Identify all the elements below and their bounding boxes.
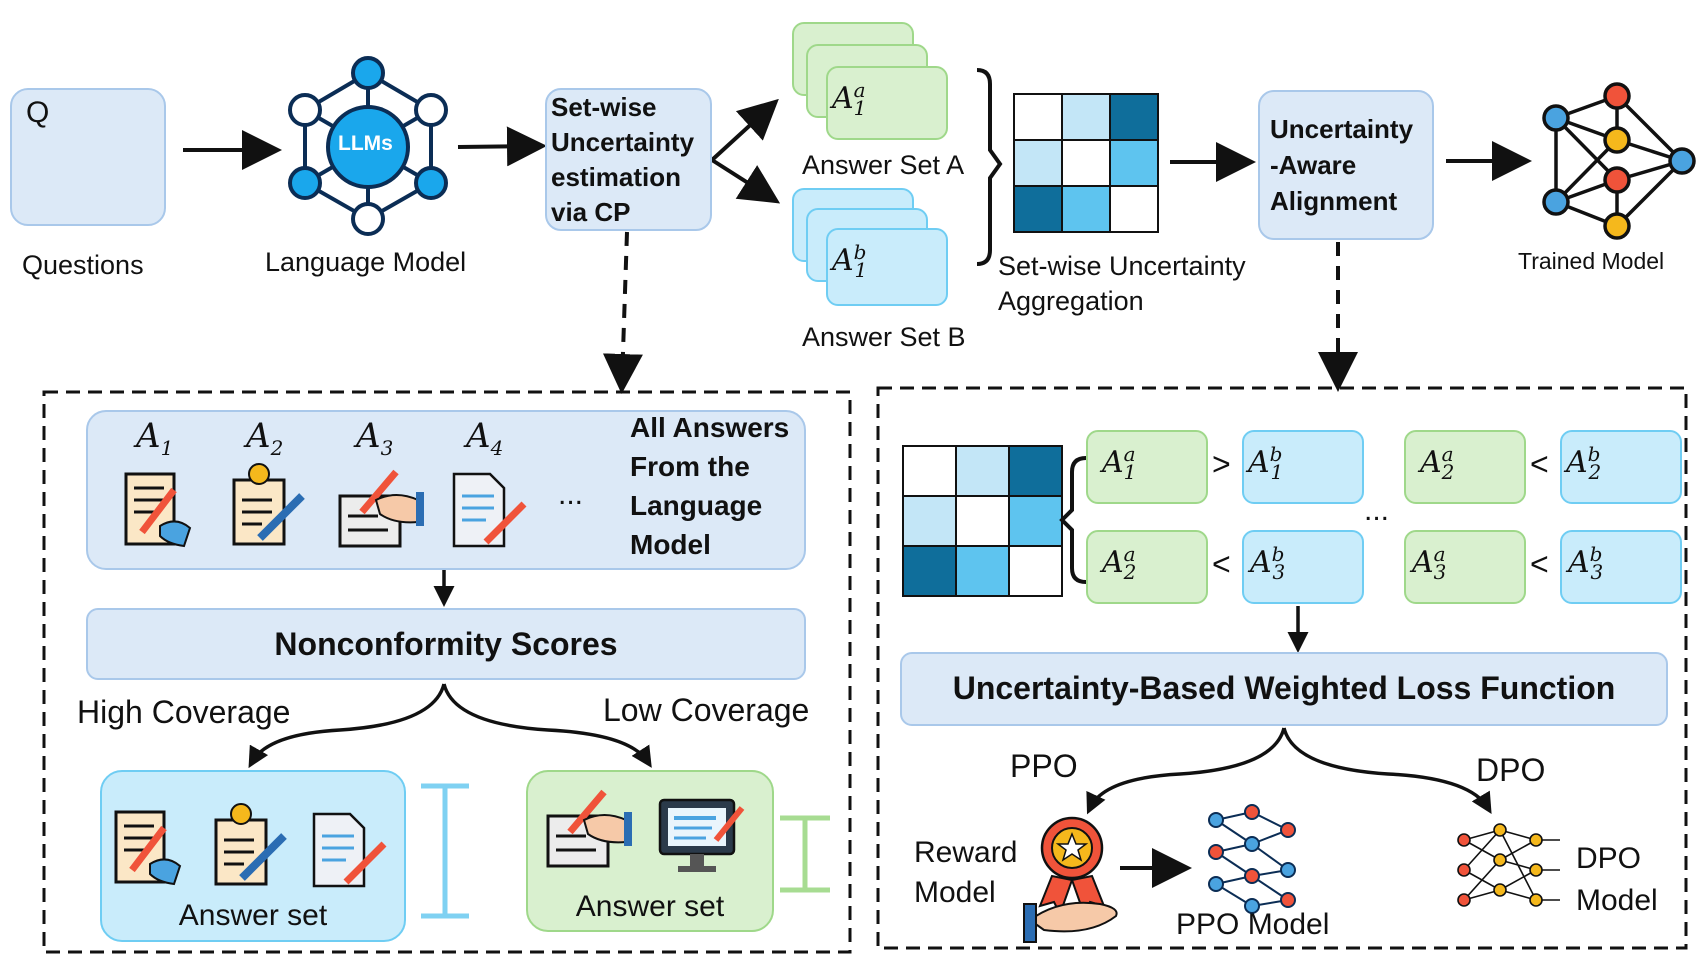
pair-3-right-card — [1242, 530, 1364, 604]
pairs-bracket — [1059, 456, 1087, 584]
pair-4-right-math: Ab3 — [1568, 542, 1604, 584]
arrow-llm-to-cp — [457, 126, 547, 167]
pair-3-left-card — [1086, 530, 1208, 604]
pair-2-right-card — [1560, 430, 1682, 504]
pair-2-left-math: Aa2 — [1420, 442, 1455, 484]
language-model-label: Language Model — [265, 247, 467, 277]
alignment-line-1: Uncertainty — [1270, 114, 1414, 144]
pairs-ellipsis: ... — [1364, 494, 1390, 527]
branch-ppo — [1086, 727, 1286, 815]
answer-3-math: A3 — [356, 416, 394, 460]
answer-sets-bracket — [976, 68, 1003, 266]
llm-network-icon — [288, 56, 448, 236]
questions-box-letter: Q — [26, 96, 50, 129]
answer-set-b-label: Answer Set B — [802, 322, 966, 352]
nonconformity-box — [86, 608, 806, 680]
high-set-document-pen-icon — [114, 808, 184, 888]
loss-function-label: Uncertainty-Based Weighted Loss Function — [952, 670, 1616, 706]
document-pen-icon — [124, 470, 194, 550]
pair-3-operator: < — [1212, 546, 1231, 582]
questions-label: Questions — [22, 250, 144, 280]
dpo-model-line-2: Model — [1576, 884, 1658, 917]
pair-1-left-math: Aa1 — [1102, 442, 1137, 484]
aggregation-label-line-1: Set-wise Uncertainty — [998, 251, 1246, 281]
pair-1-left-card — [1086, 430, 1208, 504]
left-dashed-panel — [42, 390, 852, 954]
cp-estimation-box — [545, 88, 712, 231]
aggregation-label-line-2: Aggregation — [998, 286, 1144, 316]
signing-hand-icon — [338, 466, 426, 550]
cp-line-1: Set-wise — [551, 92, 657, 122]
arrow-cp-to-set-a — [710, 98, 779, 162]
ppo-model-label: PPO Model — [1176, 908, 1330, 941]
arrow-cp-to-set-b — [710, 158, 781, 204]
document-idea-icon — [232, 460, 308, 550]
ppo-branch-label: PPO — [1010, 748, 1078, 784]
alignment-box — [1258, 90, 1434, 240]
ppo-network-icon — [1208, 804, 1296, 914]
dashed-link-cp — [602, 231, 643, 394]
cp-line-2: Uncertainty — [551, 127, 695, 157]
answer-set-a-label: Answer Set A — [802, 150, 965, 180]
low-coverage-label: Low Coverage — [603, 692, 810, 728]
document-edit-icon — [450, 470, 530, 550]
pair-4-left-math: Aa3 — [1412, 542, 1447, 584]
reward-medal-icon — [1023, 816, 1118, 943]
dpo-branch-label: DPO — [1476, 752, 1546, 788]
uncertainty-matrix-right — [902, 445, 1063, 597]
pair-4-right-card — [1560, 530, 1682, 604]
pair-4-operator: < — [1530, 546, 1549, 582]
nonconformity-label: Nonconformity Scores — [274, 626, 618, 662]
answer-1-math: A1 — [136, 416, 174, 460]
alignment-line-3: Alignment — [1270, 186, 1398, 216]
all-answers-title-2: From the — [630, 451, 750, 482]
pair-2-operator: < — [1530, 446, 1549, 482]
trained-model-network-icon — [1542, 82, 1696, 240]
reward-model-line-2: Model — [914, 876, 996, 909]
high-coverage-interval — [421, 783, 469, 919]
branch-dpo — [1282, 727, 1492, 814]
branch-low-coverage — [442, 683, 652, 768]
pair-1-right-math: Ab1 — [1248, 442, 1284, 484]
answers-ellipsis: ... — [558, 478, 584, 511]
llm-badge: LLMs — [338, 132, 393, 155]
high-set-document-edit-icon — [310, 810, 390, 890]
answer-set-b-card-front — [826, 228, 948, 306]
answer-set-a-front-math: Aa1 — [832, 78, 867, 120]
high-set-document-idea-icon — [214, 800, 290, 890]
all-answers-title-1: All Answers — [630, 412, 790, 443]
answer-set-b-front-math: Ab1 — [832, 240, 868, 282]
answer-set-high-label: Answer set — [178, 899, 328, 932]
pair-4-left-card — [1404, 530, 1526, 604]
cp-line-4: via CP — [551, 197, 631, 227]
pair-1-operator: > — [1212, 446, 1231, 482]
monitor-edit-icon — [656, 796, 746, 876]
answer-4-math: A4 — [466, 416, 504, 460]
loss-function-box — [900, 652, 1668, 726]
dpo-model-line-1: DPO — [1576, 842, 1642, 875]
pair-1-right-card — [1242, 430, 1364, 504]
right-dashed-panel — [876, 386, 1688, 950]
uncertainty-matrix-top — [1013, 93, 1159, 233]
pair-3-left-math: Aa2 — [1102, 542, 1137, 584]
high-coverage-label: High Coverage — [77, 694, 291, 730]
low-coverage-interval — [780, 815, 830, 893]
cp-line-3: estimation — [551, 162, 682, 192]
dpo-network-icon — [1457, 823, 1560, 907]
answer-set-a-card-front — [826, 66, 948, 140]
alignment-line-2: -Aware — [1270, 150, 1357, 180]
answer-2-math: A2 — [246, 416, 284, 460]
reward-model-line-1: Reward — [914, 836, 1018, 869]
low-set-signing-hand-icon — [546, 786, 634, 870]
pair-2-right-math: Ab2 — [1566, 442, 1602, 484]
branch-high-coverage — [248, 683, 446, 769]
all-answers-title-4: Model — [630, 529, 711, 560]
all-answers-box — [86, 410, 806, 570]
all-answers-title-3: Language — [630, 490, 763, 521]
questions-box — [10, 88, 166, 226]
pair-3-right-math: Ab3 — [1250, 542, 1286, 584]
answer-set-low-label: Answer set — [575, 890, 725, 923]
pair-2-left-card — [1404, 430, 1526, 504]
trained-model-label: Trained Model — [1518, 248, 1665, 274]
